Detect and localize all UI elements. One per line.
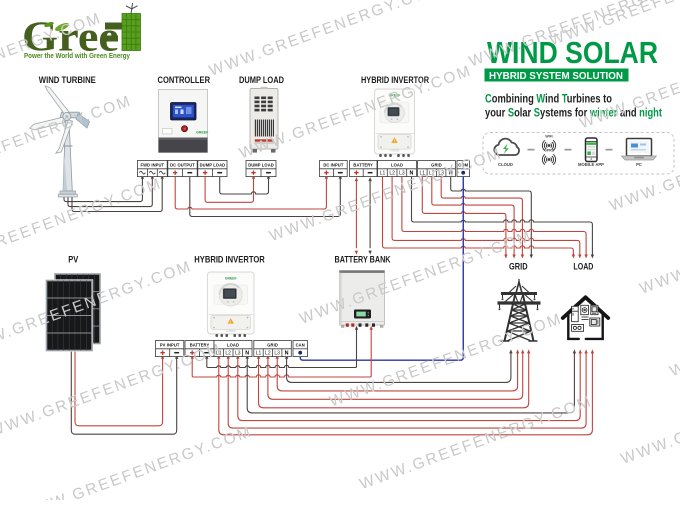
svg-text:GREEF: GREEF (225, 277, 237, 281)
svg-text:GRID: GRID (431, 162, 442, 167)
svg-text:CONTROLLER: CONTROLLER (158, 75, 211, 85)
svg-text:GREEF: GREEF (389, 94, 401, 98)
svg-text:WIND SOLAR: WIND SOLAR (487, 35, 658, 70)
svg-text:BATTERY: BATTERY (190, 342, 210, 347)
svg-text:DC INPUT: DC INPUT (323, 162, 344, 167)
svg-text:FWD INPUT: FWD INPUT (140, 162, 164, 167)
svg-text:L3: L3 (235, 351, 241, 357)
svg-text:BATTERY: BATTERY (353, 162, 373, 167)
svg-text:N: N (410, 171, 414, 177)
svg-text:PV INPUT: PV INPUT (160, 342, 180, 347)
svg-text:L3: L3 (438, 171, 444, 177)
svg-text:DUMP LOAD: DUMP LOAD (239, 75, 284, 85)
svg-text:LOAD: LOAD (573, 262, 593, 272)
svg-text:HYBRID: HYBRID (226, 329, 236, 333)
svg-text:DUMP LOAD: DUMP LOAD (248, 162, 274, 167)
svg-text:PC: PC (636, 162, 642, 167)
svg-text:GRID: GRID (509, 262, 528, 272)
svg-text:L1: L1 (216, 351, 222, 357)
svg-text:DUMP LOAD: DUMP LOAD (200, 162, 226, 167)
svg-text:GRID: GRID (267, 342, 278, 347)
svg-text:L2: L2 (225, 351, 231, 357)
svg-text:BATTERY BANK: BATTERY BANK (335, 255, 391, 265)
svg-text:GREEF: GREEF (196, 131, 209, 135)
svg-text:Combining Wind Turbines to: Combining Wind Turbines to (485, 94, 612, 106)
svg-text:L1: L1 (380, 171, 386, 177)
svg-text:N: N (449, 171, 453, 177)
svg-text:L3: L3 (399, 171, 405, 177)
svg-text:HYBRID SYSTEM SOLUTION: HYBRID SYSTEM SOLUTION (489, 71, 623, 82)
svg-text:CLOUD: CLOUD (498, 162, 513, 167)
svg-text:your Solar Systems for winter: your Solar Systems for winter and night (485, 108, 662, 120)
svg-text:L1: L1 (420, 171, 426, 177)
svg-text:!: ! (230, 320, 231, 324)
svg-text:CAN: CAN (296, 342, 305, 347)
svg-text:DC OUTPUT: DC OUTPUT (170, 162, 195, 167)
svg-text:!: ! (394, 139, 395, 143)
svg-text:LOAD: LOAD (227, 342, 239, 347)
svg-text:HYBRID INVERTOR: HYBRID INVERTOR (194, 255, 265, 265)
svg-text:L2: L2 (429, 171, 435, 177)
svg-text:LOAD: LOAD (391, 162, 403, 167)
svg-text:L3: L3 (274, 351, 280, 357)
svg-text:L2: L2 (265, 351, 271, 357)
svg-text:Power the World with Green Ene: Power the World with Green Energy (24, 53, 130, 60)
svg-text:N: N (245, 351, 249, 357)
svg-text:L2: L2 (389, 171, 395, 177)
svg-text:HYBRID INVERTOR: HYBRID INVERTOR (361, 75, 429, 85)
svg-text:MOBILE APP: MOBILE APP (578, 162, 604, 167)
svg-text:COM: COM (458, 162, 468, 167)
svg-text:HYBRID: HYBRID (390, 149, 400, 153)
svg-text:Gree: Gree (22, 15, 119, 61)
svg-text:GPRS: GPRS (544, 148, 554, 152)
svg-text:L1: L1 (256, 351, 262, 357)
svg-text:WIND TURBINE: WIND TURBINE (39, 75, 96, 85)
svg-text:WIFI: WIFI (545, 134, 552, 138)
svg-text:N: N (285, 351, 289, 357)
svg-text:PV: PV (68, 255, 78, 265)
